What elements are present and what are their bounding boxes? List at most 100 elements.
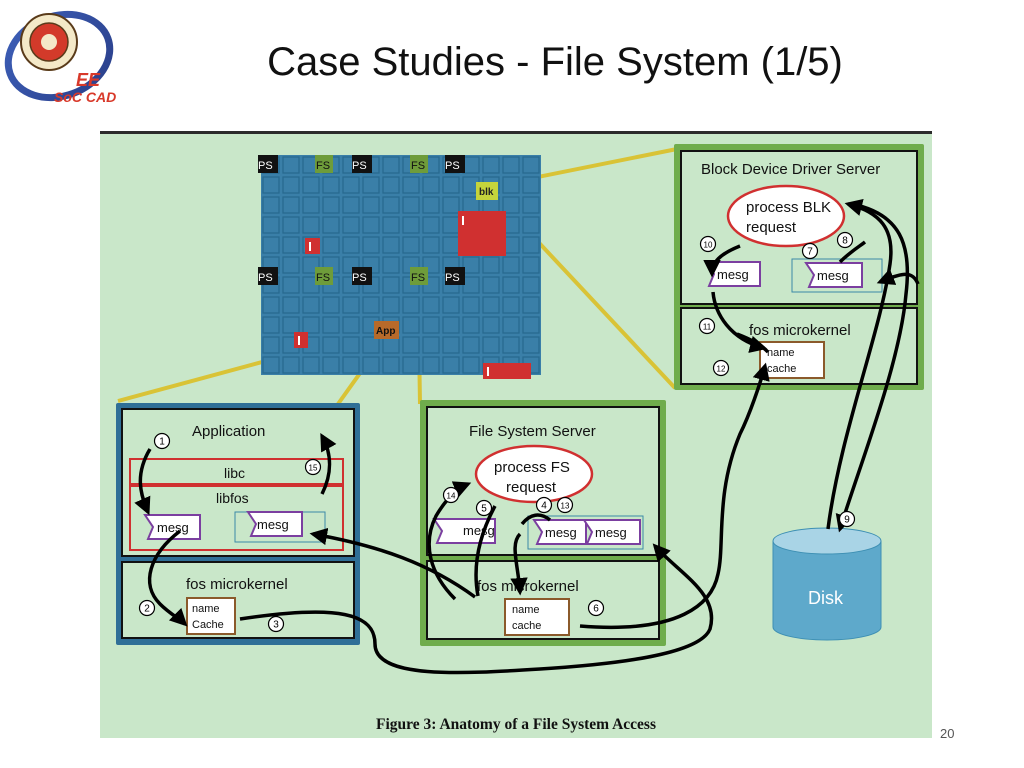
core-tile bbox=[262, 216, 280, 234]
core-tile bbox=[342, 296, 360, 314]
blk-mesg-right: mesg bbox=[817, 268, 849, 283]
core-tile bbox=[502, 256, 520, 274]
app-name-cache bbox=[186, 597, 236, 635]
core-tile bbox=[322, 316, 340, 334]
mid-node-tile bbox=[445, 267, 465, 285]
disk-label: Disk bbox=[808, 588, 844, 608]
top-node-tile bbox=[315, 155, 333, 173]
mid-node-label: PS bbox=[352, 272, 367, 284]
core-grid bbox=[261, 155, 541, 375]
mid-node-tile bbox=[258, 267, 278, 285]
logo-org: SoC CAD bbox=[54, 89, 116, 105]
core-tile bbox=[522, 236, 540, 254]
blk-cache-line2: cache bbox=[767, 363, 796, 375]
mid-node-tile bbox=[315, 267, 333, 285]
core-tile bbox=[402, 216, 420, 234]
core-tile bbox=[362, 196, 380, 214]
core-tile bbox=[282, 156, 300, 174]
core-tile bbox=[442, 316, 460, 334]
svg-text:7: 7 bbox=[807, 247, 813, 258]
core-tile bbox=[262, 336, 280, 354]
svg-text:11: 11 bbox=[703, 323, 712, 332]
core-tile bbox=[262, 356, 280, 374]
core-tile bbox=[422, 296, 440, 314]
core-tile bbox=[402, 196, 420, 214]
step-number: 5 bbox=[475, 499, 493, 517]
step-number: 2 bbox=[138, 599, 156, 617]
core-tile bbox=[362, 336, 380, 354]
app-mesg-right: mesg bbox=[257, 517, 289, 532]
core-tile bbox=[482, 256, 500, 274]
step-number: 11 bbox=[698, 317, 716, 335]
core-tile bbox=[302, 356, 320, 374]
disk-icon: Disk bbox=[772, 527, 882, 641]
process-marker bbox=[487, 367, 489, 376]
core-tile bbox=[262, 296, 280, 314]
core-tile bbox=[462, 276, 480, 294]
core-tile bbox=[482, 316, 500, 334]
step-number: 3 bbox=[267, 615, 285, 633]
mid-node-tile bbox=[352, 267, 372, 285]
top-node-tile bbox=[445, 155, 465, 173]
core-tile bbox=[422, 336, 440, 354]
step-number: 8 bbox=[836, 231, 854, 249]
svg-text:13: 13 bbox=[561, 502, 570, 511]
app-cache-line1: name bbox=[192, 603, 220, 615]
top-node-label: PS bbox=[445, 160, 460, 172]
blk-kernel-label: fos microkernel bbox=[749, 322, 851, 339]
core-tile bbox=[442, 356, 460, 374]
core-tile bbox=[502, 336, 520, 354]
core-tile bbox=[522, 196, 540, 214]
logo-badge: EE bbox=[76, 70, 101, 90]
fs-cache-line2: cache bbox=[512, 620, 541, 632]
core-tile bbox=[502, 296, 520, 314]
blk-process-line2: request bbox=[746, 219, 797, 236]
mid-node-label: FS bbox=[316, 272, 330, 284]
core-tile bbox=[442, 336, 460, 354]
logo: EE SoC CAD bbox=[4, 6, 122, 106]
mid-node-label: PS bbox=[258, 272, 273, 284]
app-mesg-left: mesg bbox=[157, 520, 189, 535]
process-marker bbox=[298, 336, 300, 345]
core-tile bbox=[502, 316, 520, 334]
core-tile bbox=[342, 196, 360, 214]
step-number: 4 bbox=[535, 496, 553, 514]
core-tile bbox=[322, 236, 340, 254]
core-tile bbox=[322, 296, 340, 314]
red-region-bottom bbox=[483, 363, 531, 379]
step-number: 1 bbox=[153, 432, 171, 450]
app-kernel-label: fos microkernel bbox=[186, 576, 288, 593]
core-tile bbox=[422, 216, 440, 234]
core-tile bbox=[382, 296, 400, 314]
app-cache-line2: Cache bbox=[192, 619, 224, 631]
core-tile bbox=[402, 176, 420, 194]
step-number: 12 bbox=[712, 359, 730, 377]
top-node-label: PS bbox=[352, 160, 367, 172]
core-tile bbox=[382, 176, 400, 194]
core-tile bbox=[282, 216, 300, 234]
core-tile bbox=[522, 176, 540, 194]
mid-node-label: PS bbox=[445, 272, 460, 284]
core-tile bbox=[462, 156, 480, 174]
core-tile bbox=[302, 216, 320, 234]
core-tile bbox=[402, 296, 420, 314]
top-node-tile bbox=[410, 155, 428, 173]
core-tile bbox=[262, 316, 280, 334]
svg-text:14: 14 bbox=[447, 492, 456, 501]
core-tile bbox=[462, 296, 480, 314]
core-tile bbox=[302, 296, 320, 314]
core-tile bbox=[322, 216, 340, 234]
step-number: 15 bbox=[304, 458, 322, 476]
core-tile bbox=[382, 196, 400, 214]
block-server-title: Block Device Driver Server bbox=[701, 161, 880, 178]
core-tile bbox=[322, 176, 340, 194]
core-tile bbox=[442, 216, 460, 234]
blk-mesg-left: mesg bbox=[717, 267, 749, 282]
mesg-flag-icon bbox=[532, 519, 587, 545]
top-node-tile bbox=[352, 155, 372, 173]
fs-process-line2: request bbox=[506, 479, 557, 496]
svg-text:12: 12 bbox=[717, 365, 726, 374]
core-tile bbox=[282, 276, 300, 294]
red-region-app bbox=[294, 332, 308, 348]
